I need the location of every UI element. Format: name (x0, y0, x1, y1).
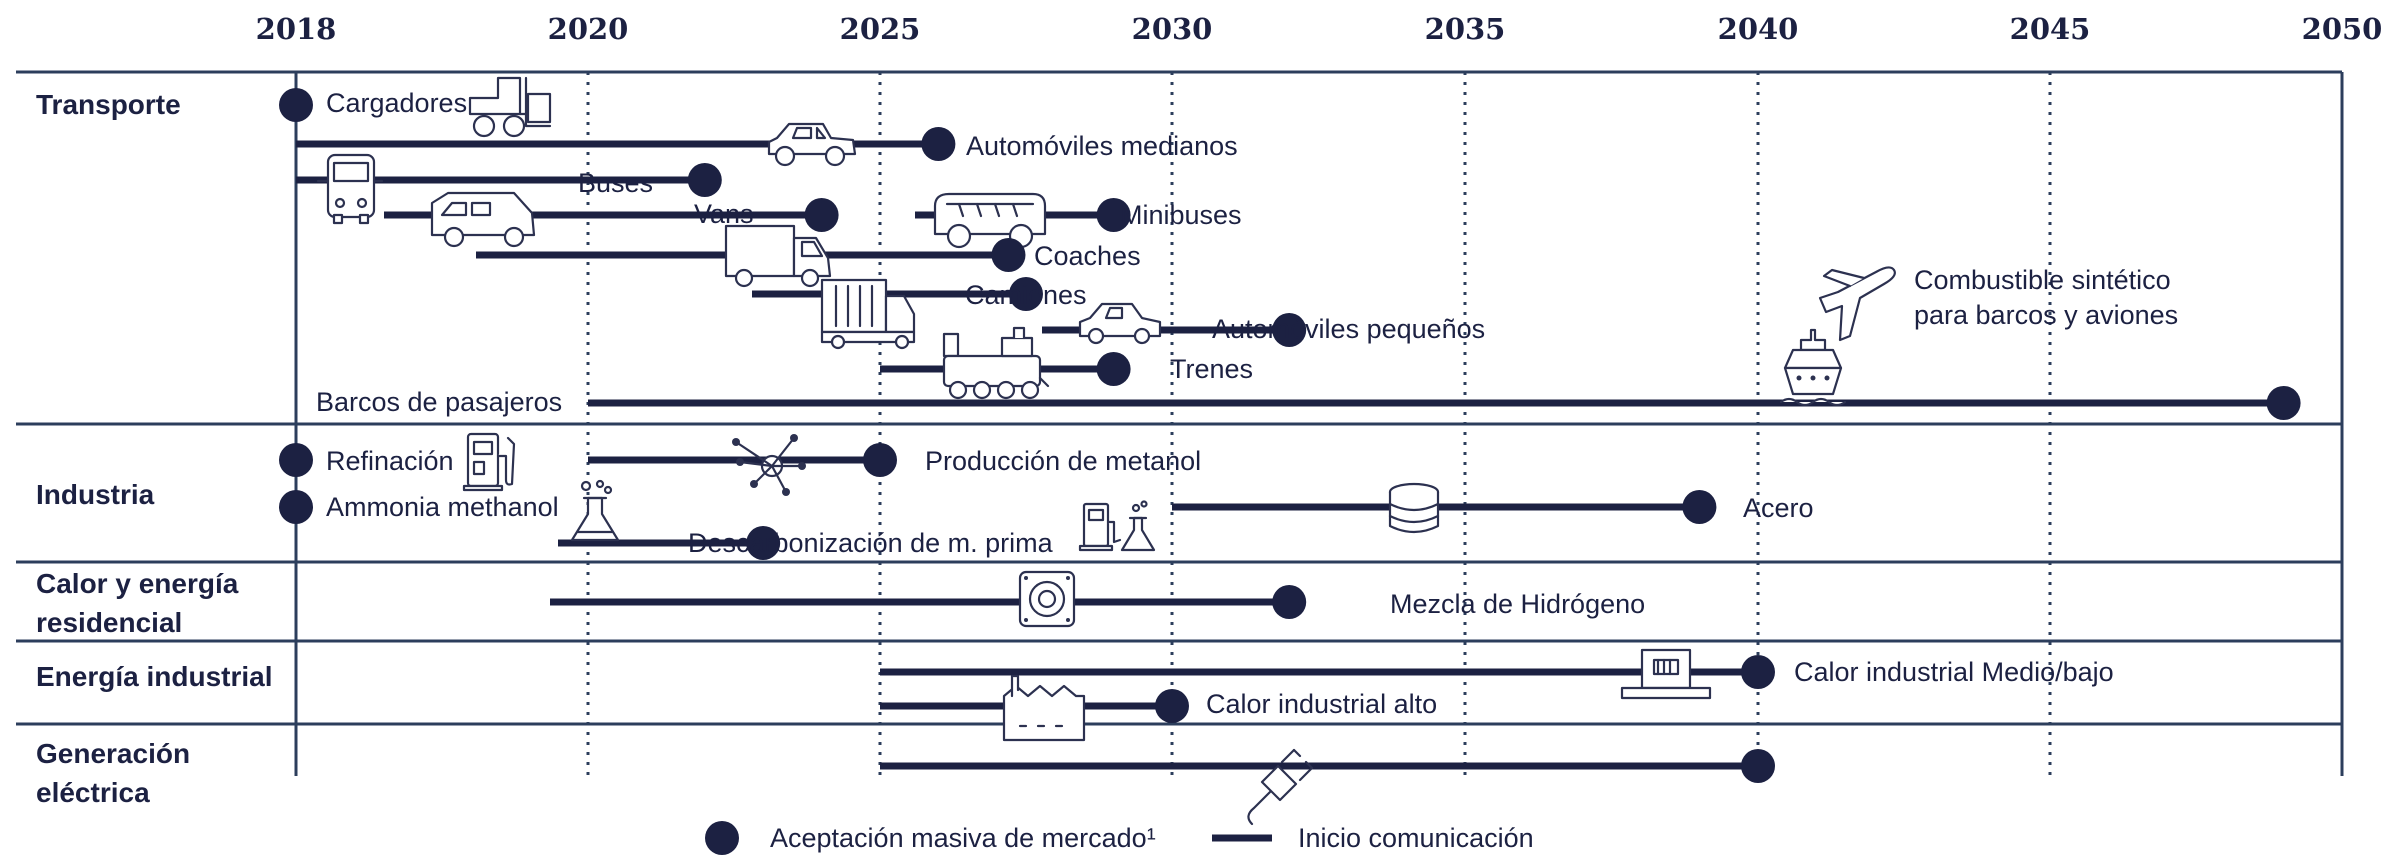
forklift-icon (468, 76, 552, 138)
category-label-generacion: eléctrica (36, 777, 150, 808)
car-icon (767, 122, 857, 167)
item-label-coaches: Coaches (1034, 241, 1141, 271)
airplane-icon (1818, 266, 1896, 342)
item-label-minibuses: Minibuses (1120, 200, 1242, 230)
market-dot-calor-industrial-medio-bajo (1741, 655, 1775, 689)
item-label-refinacion: Refinación (326, 446, 454, 476)
category-label-generacion: Generación (36, 738, 190, 769)
legend-dot-symbol (705, 821, 739, 855)
ship-icon (1779, 328, 1847, 407)
market-dot-trenes (1096, 352, 1131, 386)
small-car-icon (1078, 302, 1162, 345)
market-dot-ammonia-methanol (279, 490, 313, 524)
category-label-calor: Calor y energía (36, 568, 239, 599)
market-dot-automoviles-pequenos (1272, 313, 1307, 347)
item-label-mezcla-de-hidrogeno: Mezcla de Hidrógeno (1390, 589, 1645, 619)
market-dot-cargadores (279, 88, 313, 122)
item-label-buses: Buses (578, 168, 653, 198)
market-dots (279, 88, 2301, 783)
truck-icon (724, 224, 832, 288)
item-label-vans: Vans (694, 199, 754, 229)
item-label-acero: Acero (1743, 493, 1814, 523)
steel-coils-icon (1388, 482, 1440, 534)
item-label-automoviles-medianos: Automóviles medianos (966, 131, 1238, 161)
fuel-pump-icon (462, 432, 516, 492)
icons (316, 76, 1896, 826)
train-icon (942, 326, 1050, 400)
chart-frame (16, 70, 2344, 776)
van-icon (430, 191, 536, 248)
item-label-calor-industrial-alto: Calor industrial alto (1206, 689, 1437, 719)
legend-label-market: Aceptación masiva de mercado¹ (770, 823, 1156, 853)
market-dot-produccion-de-metanol (863, 443, 897, 477)
fuel-flask-icon (1078, 500, 1156, 552)
item-label-barcos-de-pasajeros: Barcos de pasajeros (316, 387, 562, 417)
item-label-descarbonizacion-de-m-prima: Descarbonización de m. prima (688, 528, 1054, 558)
category-label-transporte: Transporte (36, 89, 181, 120)
container-truck-icon (820, 278, 916, 350)
market-dot-refinacion (279, 443, 313, 477)
item-label-cargadores: Cargadores (326, 88, 467, 118)
plug-icon (1247, 748, 1314, 826)
item-label-produccion-de-metanol: Producción de metanol (925, 446, 1201, 476)
market-dot-coaches (991, 238, 1026, 272)
x-tick-label: 2018 (256, 12, 337, 46)
molecule-icon (732, 434, 806, 496)
market-dot-barcos-de-pasajeros (2266, 386, 2301, 420)
boiler-icon (1018, 570, 1076, 628)
item-label-ammonia-methanol: Ammonia methanol (326, 492, 559, 522)
market-dot-buses (687, 163, 722, 197)
bus-icon (316, 153, 384, 225)
item-label-calor-industrial-medio-bajo: Calor industrial Medio/bajo (1794, 657, 2114, 687)
x-axis: 2018 2020 2025 2030 2035 2040 2045 2050 (256, 12, 2383, 46)
x-tick-label: 2045 (2010, 12, 2091, 46)
market-dot-acero (1682, 490, 1717, 524)
legend-label-start: Inicio comunicación (1298, 823, 1534, 853)
category-label-industria: Industria (36, 479, 155, 510)
market-dot-mezcla-de-hidrogeno (1272, 585, 1307, 619)
market-dot-automoviles-medianos (921, 127, 956, 161)
market-dot-camiones (1009, 277, 1043, 311)
minibus-icon (933, 192, 1047, 249)
x-tick-label: 2030 (1132, 12, 1213, 46)
market-dot-generacion (1741, 749, 1775, 783)
category-label-calor: residencial (36, 607, 182, 638)
x-tick-label: 2050 (2302, 12, 2383, 46)
factory-icon (1002, 674, 1086, 742)
flask-icon (570, 479, 620, 542)
x-tick-label: 2040 (1718, 12, 1799, 46)
heater-icon (1620, 648, 1712, 700)
x-tick-label: 2025 (840, 12, 921, 46)
legend: Aceptación masiva de mercado¹ Inicio comu… (705, 821, 1534, 855)
item-label-camiones: Camiones (965, 280, 1087, 310)
item-label-automoviles-pequenos: Automóviles pequeños (1212, 314, 1485, 344)
item-label-trenes: Trenes (1170, 354, 1253, 384)
market-dot-descarbonizacion-de-m-prima (746, 526, 781, 560)
x-tick-label: 2035 (1425, 12, 1506, 46)
category-label-energia: Energía industrial (36, 661, 273, 692)
market-dot-vans (804, 198, 839, 232)
market-dot-minibuses (1096, 198, 1131, 232)
market-dot-calor-industrial-alto (1155, 689, 1189, 723)
x-tick-label: 2020 (548, 12, 629, 46)
